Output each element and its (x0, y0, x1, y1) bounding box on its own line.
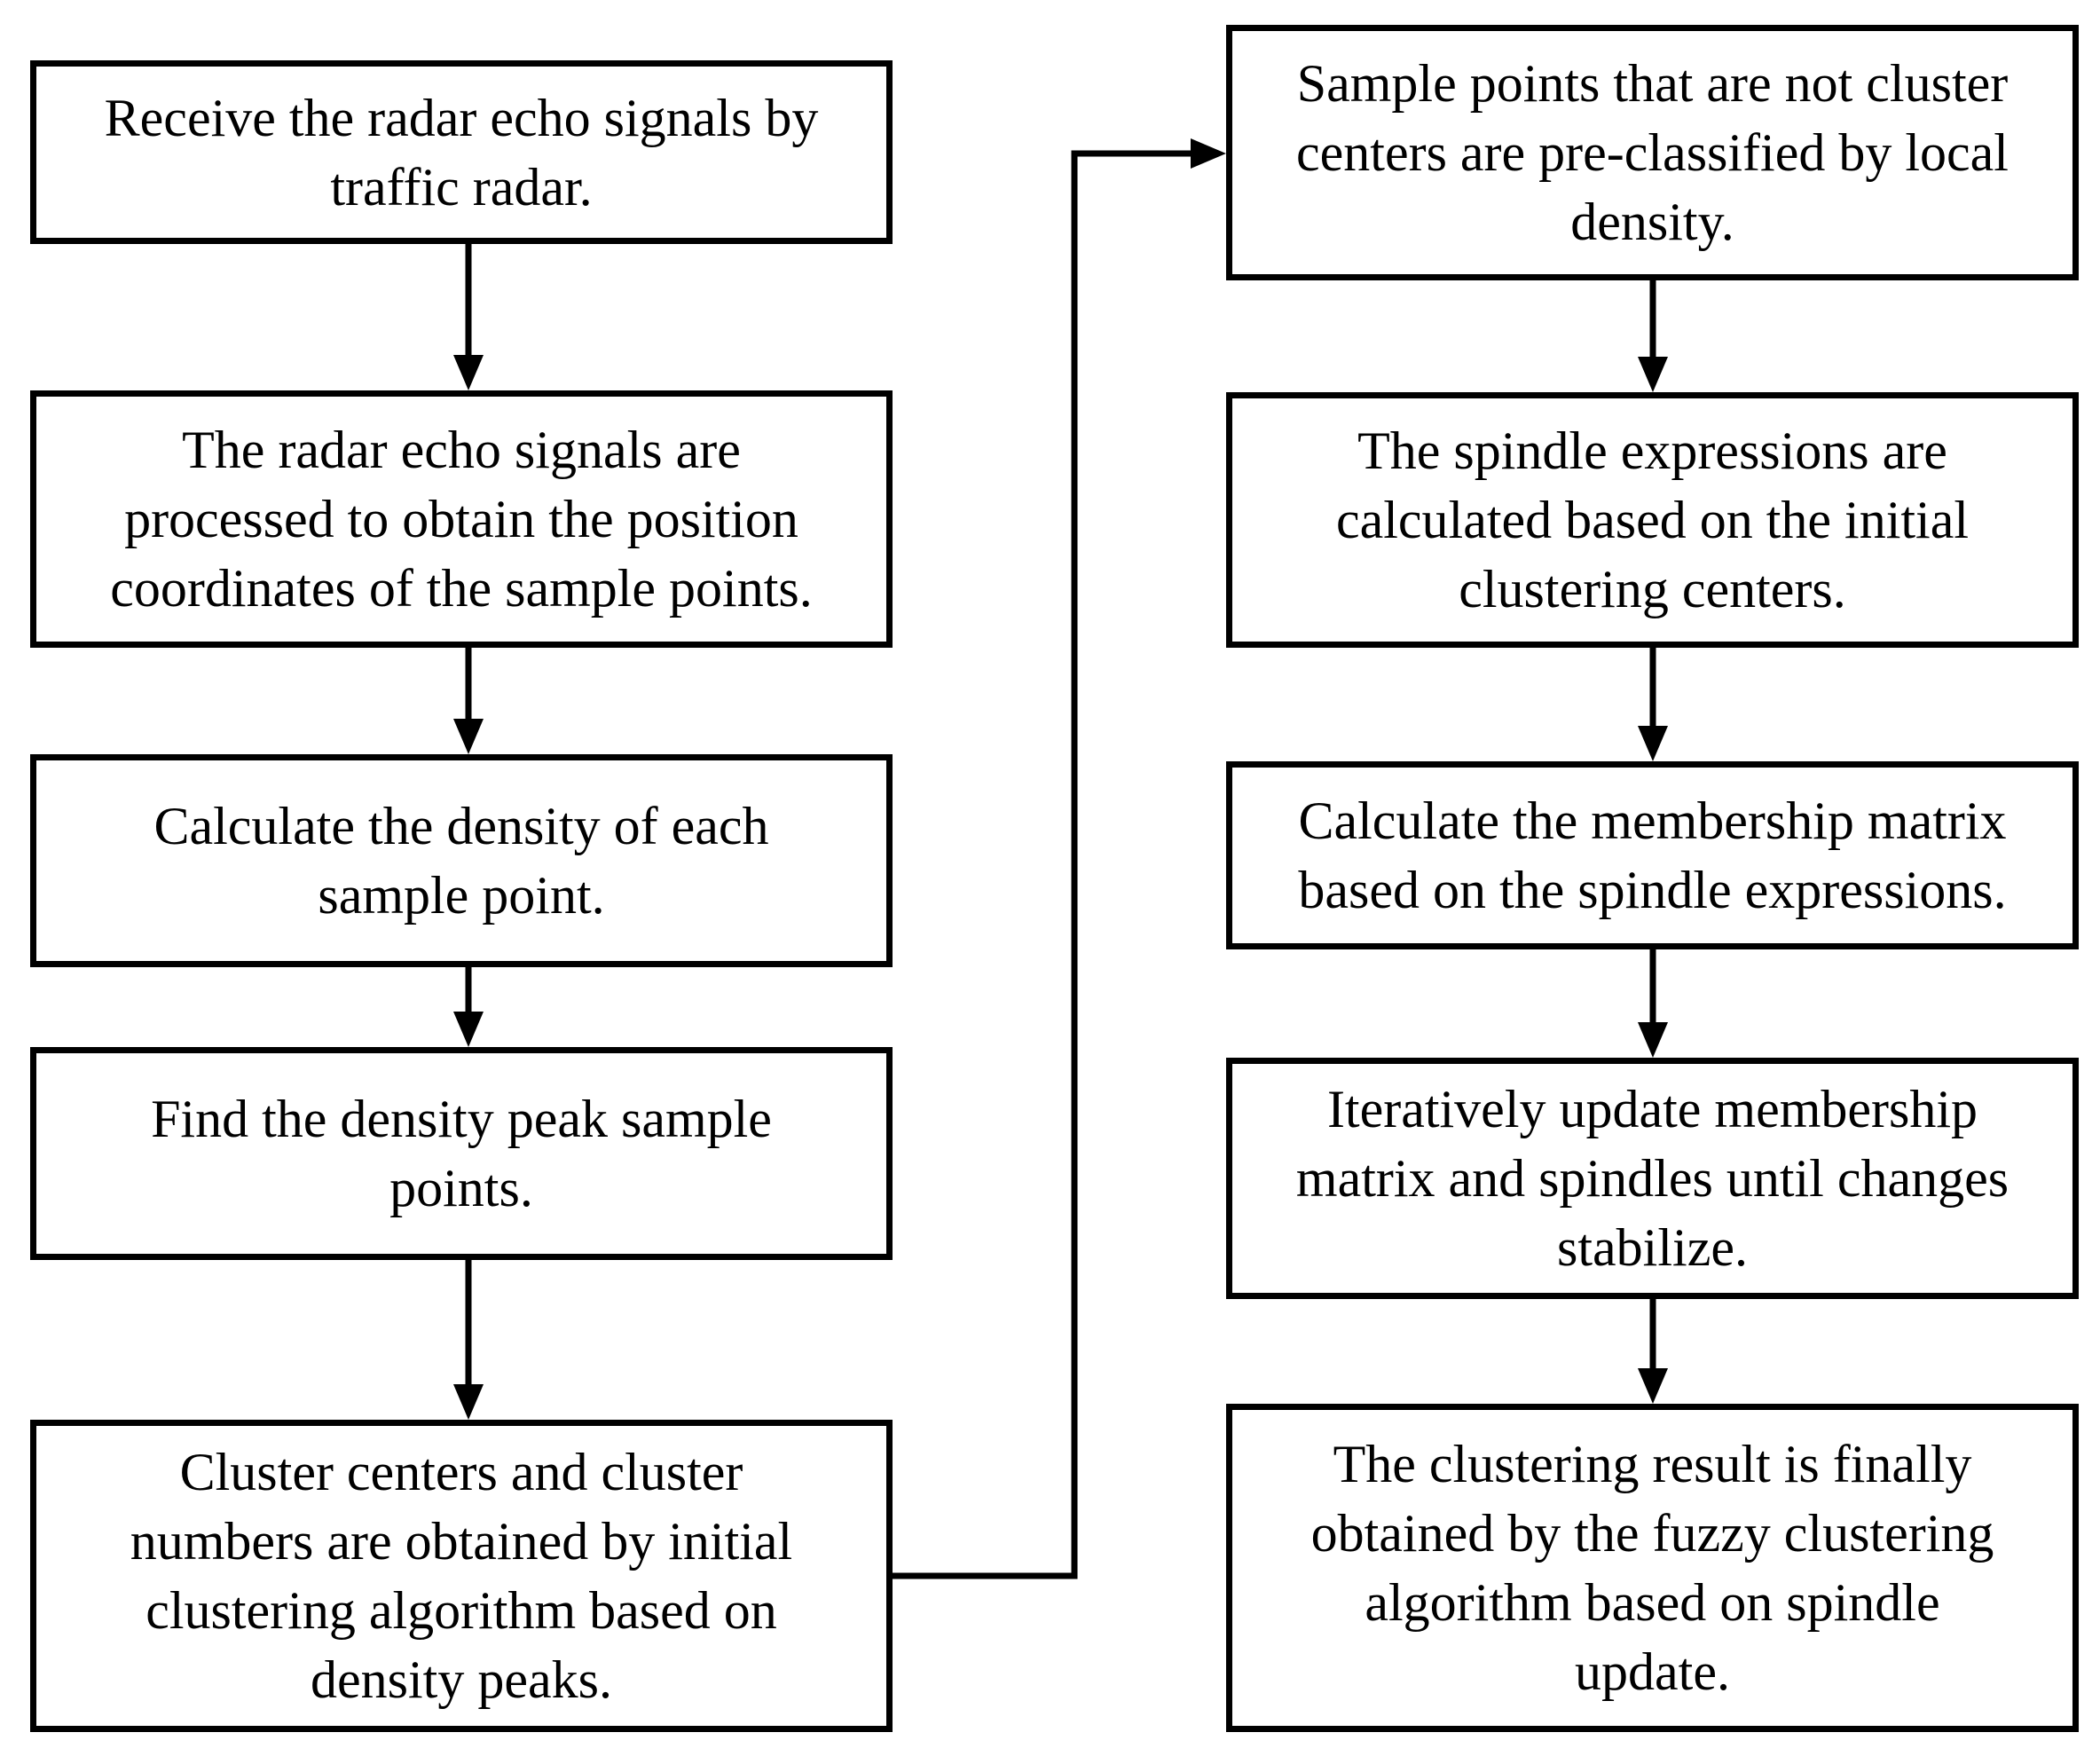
arrowhead-down-icon (453, 1012, 484, 1047)
arrowhead-down-icon (1638, 357, 1668, 392)
process-box-label: Iteratively update membership matrix and… (1295, 1080, 2010, 1277)
process-box-label: Cluster centers and cluster numbers are … (130, 1443, 793, 1709)
connector-edge-n5-to-n6 (893, 138, 1226, 1579)
connector-edge-n1-to-n2 (453, 244, 484, 390)
process-box-cluster-centers-and-numbers-initial-clustering[interactable]: Cluster centers and cluster numbers are … (30, 1420, 893, 1732)
connector-edge-n9-to-n10 (1638, 1299, 1668, 1404)
process-box-iteratively-update-membership-matrix-and-spindles[interactable]: Iteratively update membership matrix and… (1226, 1058, 2079, 1299)
connector-line-elbow (893, 150, 1192, 1579)
process-box-label: The spindle expressions are calculated b… (1335, 421, 1970, 618)
process-box-label: The clustering result is finally obtaine… (1310, 1435, 1994, 1701)
process-box-label: Calculate the density of each sample poi… (153, 797, 769, 925)
process-box-find-density-peak-sample-points[interactable]: Find the density peak sample points. (30, 1047, 893, 1260)
process-box-label: Receive the radar echo signals by traffi… (104, 88, 819, 217)
arrowhead-down-icon (1638, 1022, 1668, 1058)
process-box-label: The radar echo signals are processed to … (110, 421, 813, 618)
process-box-label: Find the density peak sample points. (151, 1090, 772, 1217)
process-box-calculate-spindle-expressions[interactable]: The spindle expressions are calculated b… (1226, 392, 2079, 648)
connector-edge-n8-to-n9 (1638, 949, 1668, 1058)
process-box-label: Calculate the membership matrix based on… (1298, 791, 2007, 919)
arrowhead-down-icon (453, 719, 484, 754)
connector-edge-n6-to-n7 (1638, 280, 1668, 392)
process-box-receive-radar-echo-signals[interactable]: Receive the radar echo signals by traffi… (30, 60, 893, 244)
connector-edge-n3-to-n4 (453, 967, 484, 1047)
arrowhead-down-icon (453, 355, 484, 390)
process-box-pre-classify-non-center-sample-points[interactable]: Sample points that are not cluster cente… (1226, 25, 2079, 280)
arrowhead-right-icon (1191, 138, 1226, 169)
process-box-label: Sample points that are not cluster cente… (1296, 54, 2009, 251)
connector-edge-n2-to-n3 (453, 648, 484, 754)
arrowhead-down-icon (453, 1384, 484, 1420)
process-box-calculate-density-of-each-sample-point[interactable]: Calculate the density of each sample poi… (30, 754, 893, 967)
process-box-final-clustering-result-by-fuzzy-clustering[interactable]: The clustering result is finally obtaine… (1226, 1404, 2079, 1732)
process-box-calculate-membership-matrix[interactable]: Calculate the membership matrix based on… (1226, 761, 2079, 949)
connector-edge-n7-to-n8 (1638, 648, 1668, 761)
arrowhead-down-icon (1638, 726, 1668, 761)
connector-edge-n4-to-n5 (453, 1260, 484, 1420)
arrowhead-down-icon (1638, 1368, 1668, 1404)
process-box-process-signals-position-coordinates[interactable]: The radar echo signals are processed to … (30, 390, 893, 648)
